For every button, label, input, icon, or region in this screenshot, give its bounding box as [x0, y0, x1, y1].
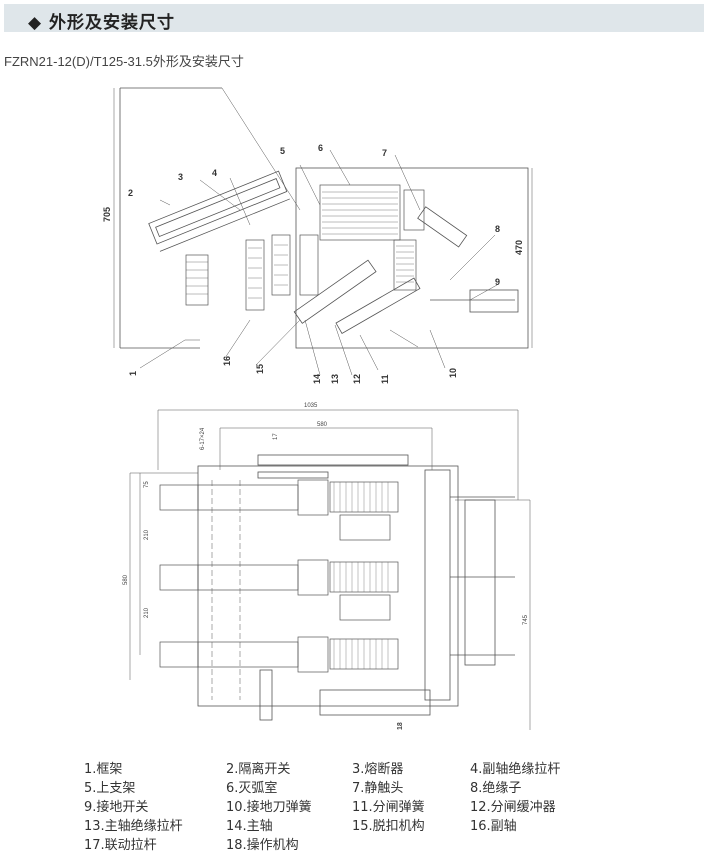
- callout-17: 17: [273, 433, 279, 440]
- dim-holes: 6-17×24: [200, 427, 206, 450]
- callout-1: 1: [128, 371, 138, 376]
- legend-item: 13.主轴绝缘拉杆: [84, 819, 183, 834]
- legend-item: 17.联动拉杆: [84, 838, 157, 853]
- callout-2: 2: [128, 188, 133, 198]
- callout-18: 18: [397, 722, 404, 730]
- callout-6: 6: [318, 143, 323, 153]
- callout-4: 4: [212, 168, 217, 178]
- callout-3: 3: [178, 172, 183, 182]
- legend-item: 4.副轴绝缘拉杆: [470, 762, 561, 777]
- legend-item: 7.静触头: [352, 781, 404, 796]
- callout-15: 15: [255, 364, 265, 374]
- legend-item: 8.绝缘子: [470, 781, 522, 796]
- section-title-text: 外形及安装尺寸: [49, 13, 175, 33]
- dim-pitch-1: 210: [144, 529, 150, 540]
- callout-11: 11: [380, 374, 390, 384]
- dim-right-depth: 745: [523, 614, 529, 625]
- legend-item: 12.分闸缓冲器: [470, 800, 556, 815]
- dim-top-offset: 75: [144, 481, 150, 488]
- dim-overall-width: 1035: [304, 403, 318, 409]
- callout-9: 9: [495, 277, 500, 287]
- dim-left-total: 580: [123, 574, 129, 585]
- legend-item: 5.上支架: [84, 781, 136, 796]
- legend-item: 14.主轴: [226, 819, 273, 834]
- legend-item: 3.熔断器: [352, 762, 404, 777]
- callout-13: 13: [330, 374, 340, 384]
- legend-item: 9.接地开关: [84, 800, 149, 815]
- legend-item: 6.灭弧室: [226, 781, 278, 796]
- legend-item: 18.操作机构: [226, 838, 299, 853]
- legend-item: 1.框架: [84, 762, 123, 777]
- callout-16: 16: [222, 356, 232, 366]
- top-view: [129, 409, 531, 730]
- legend-item: 10.接地刀弹簧: [226, 800, 312, 815]
- diamond-bullet-icon: ◆: [28, 13, 43, 33]
- legend-item: 16.副轴: [470, 819, 517, 834]
- legend-item: 15.脱扣机构: [352, 819, 425, 834]
- legend-item: 11.分闸弹簧: [352, 800, 425, 815]
- callout-10: 10: [448, 368, 458, 378]
- dim-hole-spacing: 580: [317, 422, 328, 428]
- side-view: [113, 87, 533, 376]
- section-header: ◆ 外形及安装尺寸: [4, 4, 704, 33]
- callout-8: 8: [495, 224, 500, 234]
- dim-height: 705: [102, 207, 112, 222]
- dim-right: 470: [514, 240, 524, 255]
- callout-14: 14: [312, 374, 322, 384]
- drawing-subtitle: FZRN21-12(D)/T125-31.5外形及安装尺寸: [4, 54, 244, 69]
- callout-7: 7: [382, 148, 387, 158]
- dim-pitch-2: 210: [144, 607, 150, 618]
- section-title: ◆ 外形及安装尺寸: [28, 8, 175, 33]
- callout-5: 5: [280, 146, 285, 156]
- legend-item: 2.隔离开关: [226, 762, 291, 777]
- callout-12: 12: [352, 374, 362, 384]
